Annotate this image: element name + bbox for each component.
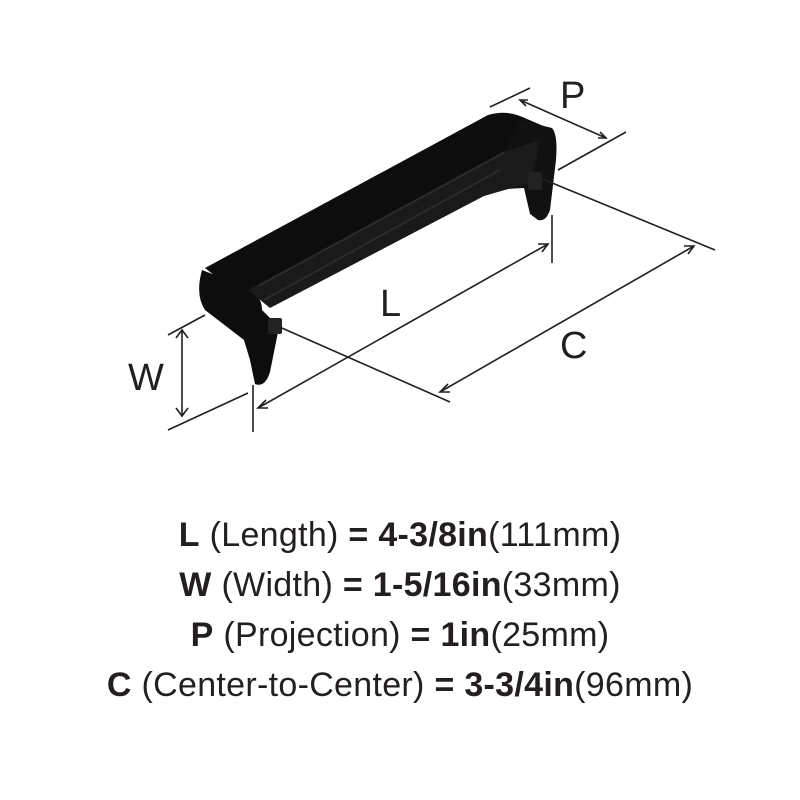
- spec-projection: P (Projection) = 1in(25mm): [0, 610, 800, 660]
- spec-equals: =: [342, 566, 363, 604]
- spec-letter: C: [106, 666, 132, 704]
- w-arrow-bottom: [175, 407, 189, 418]
- c-extension-right: [539, 177, 716, 251]
- right-mounting-post: [528, 172, 542, 190]
- l-dimension-line: [257, 243, 549, 409]
- p-label: P: [560, 75, 585, 117]
- c-extension-left: [274, 324, 451, 403]
- spec-letter: L: [178, 516, 200, 554]
- handle-dimension-diagram: P L C W: [128, 75, 716, 432]
- handle-front-face: [248, 140, 540, 308]
- w-extension-top: [167, 314, 206, 336]
- c-arrow-end: [684, 245, 696, 255]
- handle-left-leg: [199, 270, 278, 385]
- spec-equals: =: [434, 666, 455, 704]
- spec-metric: (25mm): [490, 616, 610, 654]
- spec-width: W (Width) = 1-5/16in(33mm): [0, 560, 800, 610]
- c-arrow-start: [438, 383, 450, 393]
- p-dimension-line: [519, 99, 607, 139]
- spec-imperial: 4-3/8in: [378, 516, 489, 554]
- w-arrow-top: [175, 328, 189, 339]
- spec-metric: (96mm): [574, 666, 694, 704]
- spec-imperial: 3-3/4in: [464, 666, 575, 704]
- l-arrow-start: [256, 399, 268, 409]
- p-arrow-end: [598, 131, 608, 139]
- spec-imperial: 1in: [440, 616, 491, 654]
- spec-name: (Length): [209, 516, 339, 554]
- w-extension-bottom: [167, 392, 249, 431]
- p-extension-bottom: [557, 131, 627, 171]
- spec-length: L (Length) = 4-3/8in(111mm): [0, 510, 800, 560]
- handle-groove: [257, 151, 506, 301]
- spec-letter: W: [179, 566, 212, 604]
- p-extension-top: [489, 87, 531, 108]
- spec-metric: (111mm): [488, 516, 622, 554]
- left-mounting-post: [268, 318, 282, 334]
- handle-top-bar: [205, 112, 553, 301]
- spec-equals: =: [348, 516, 369, 554]
- w-label: W: [128, 357, 164, 399]
- spec-name: (Center-to-Center): [141, 666, 425, 704]
- spec-imperial: 1-5/16in: [372, 566, 502, 604]
- dimension-specifications: L (Length) = 4-3/8in(111mm) W (Width) = …: [0, 510, 800, 710]
- cabinet-pull-handle: [199, 112, 557, 385]
- spec-center-to-center: C (Center-to-Center) = 3-3/4in(96mm): [0, 660, 800, 710]
- spec-equals: =: [410, 616, 431, 654]
- dimension-lines: [167, 87, 716, 432]
- c-label: C: [560, 325, 587, 367]
- spec-metric: (33mm): [501, 566, 621, 604]
- spec-name: (Width): [221, 566, 334, 604]
- l-arrow-end: [538, 243, 550, 253]
- c-dimension-line: [439, 245, 695, 393]
- spec-letter: P: [190, 616, 214, 654]
- p-arrow-start: [518, 99, 528, 107]
- spec-name: (Projection): [223, 616, 401, 654]
- l-label: L: [380, 283, 401, 325]
